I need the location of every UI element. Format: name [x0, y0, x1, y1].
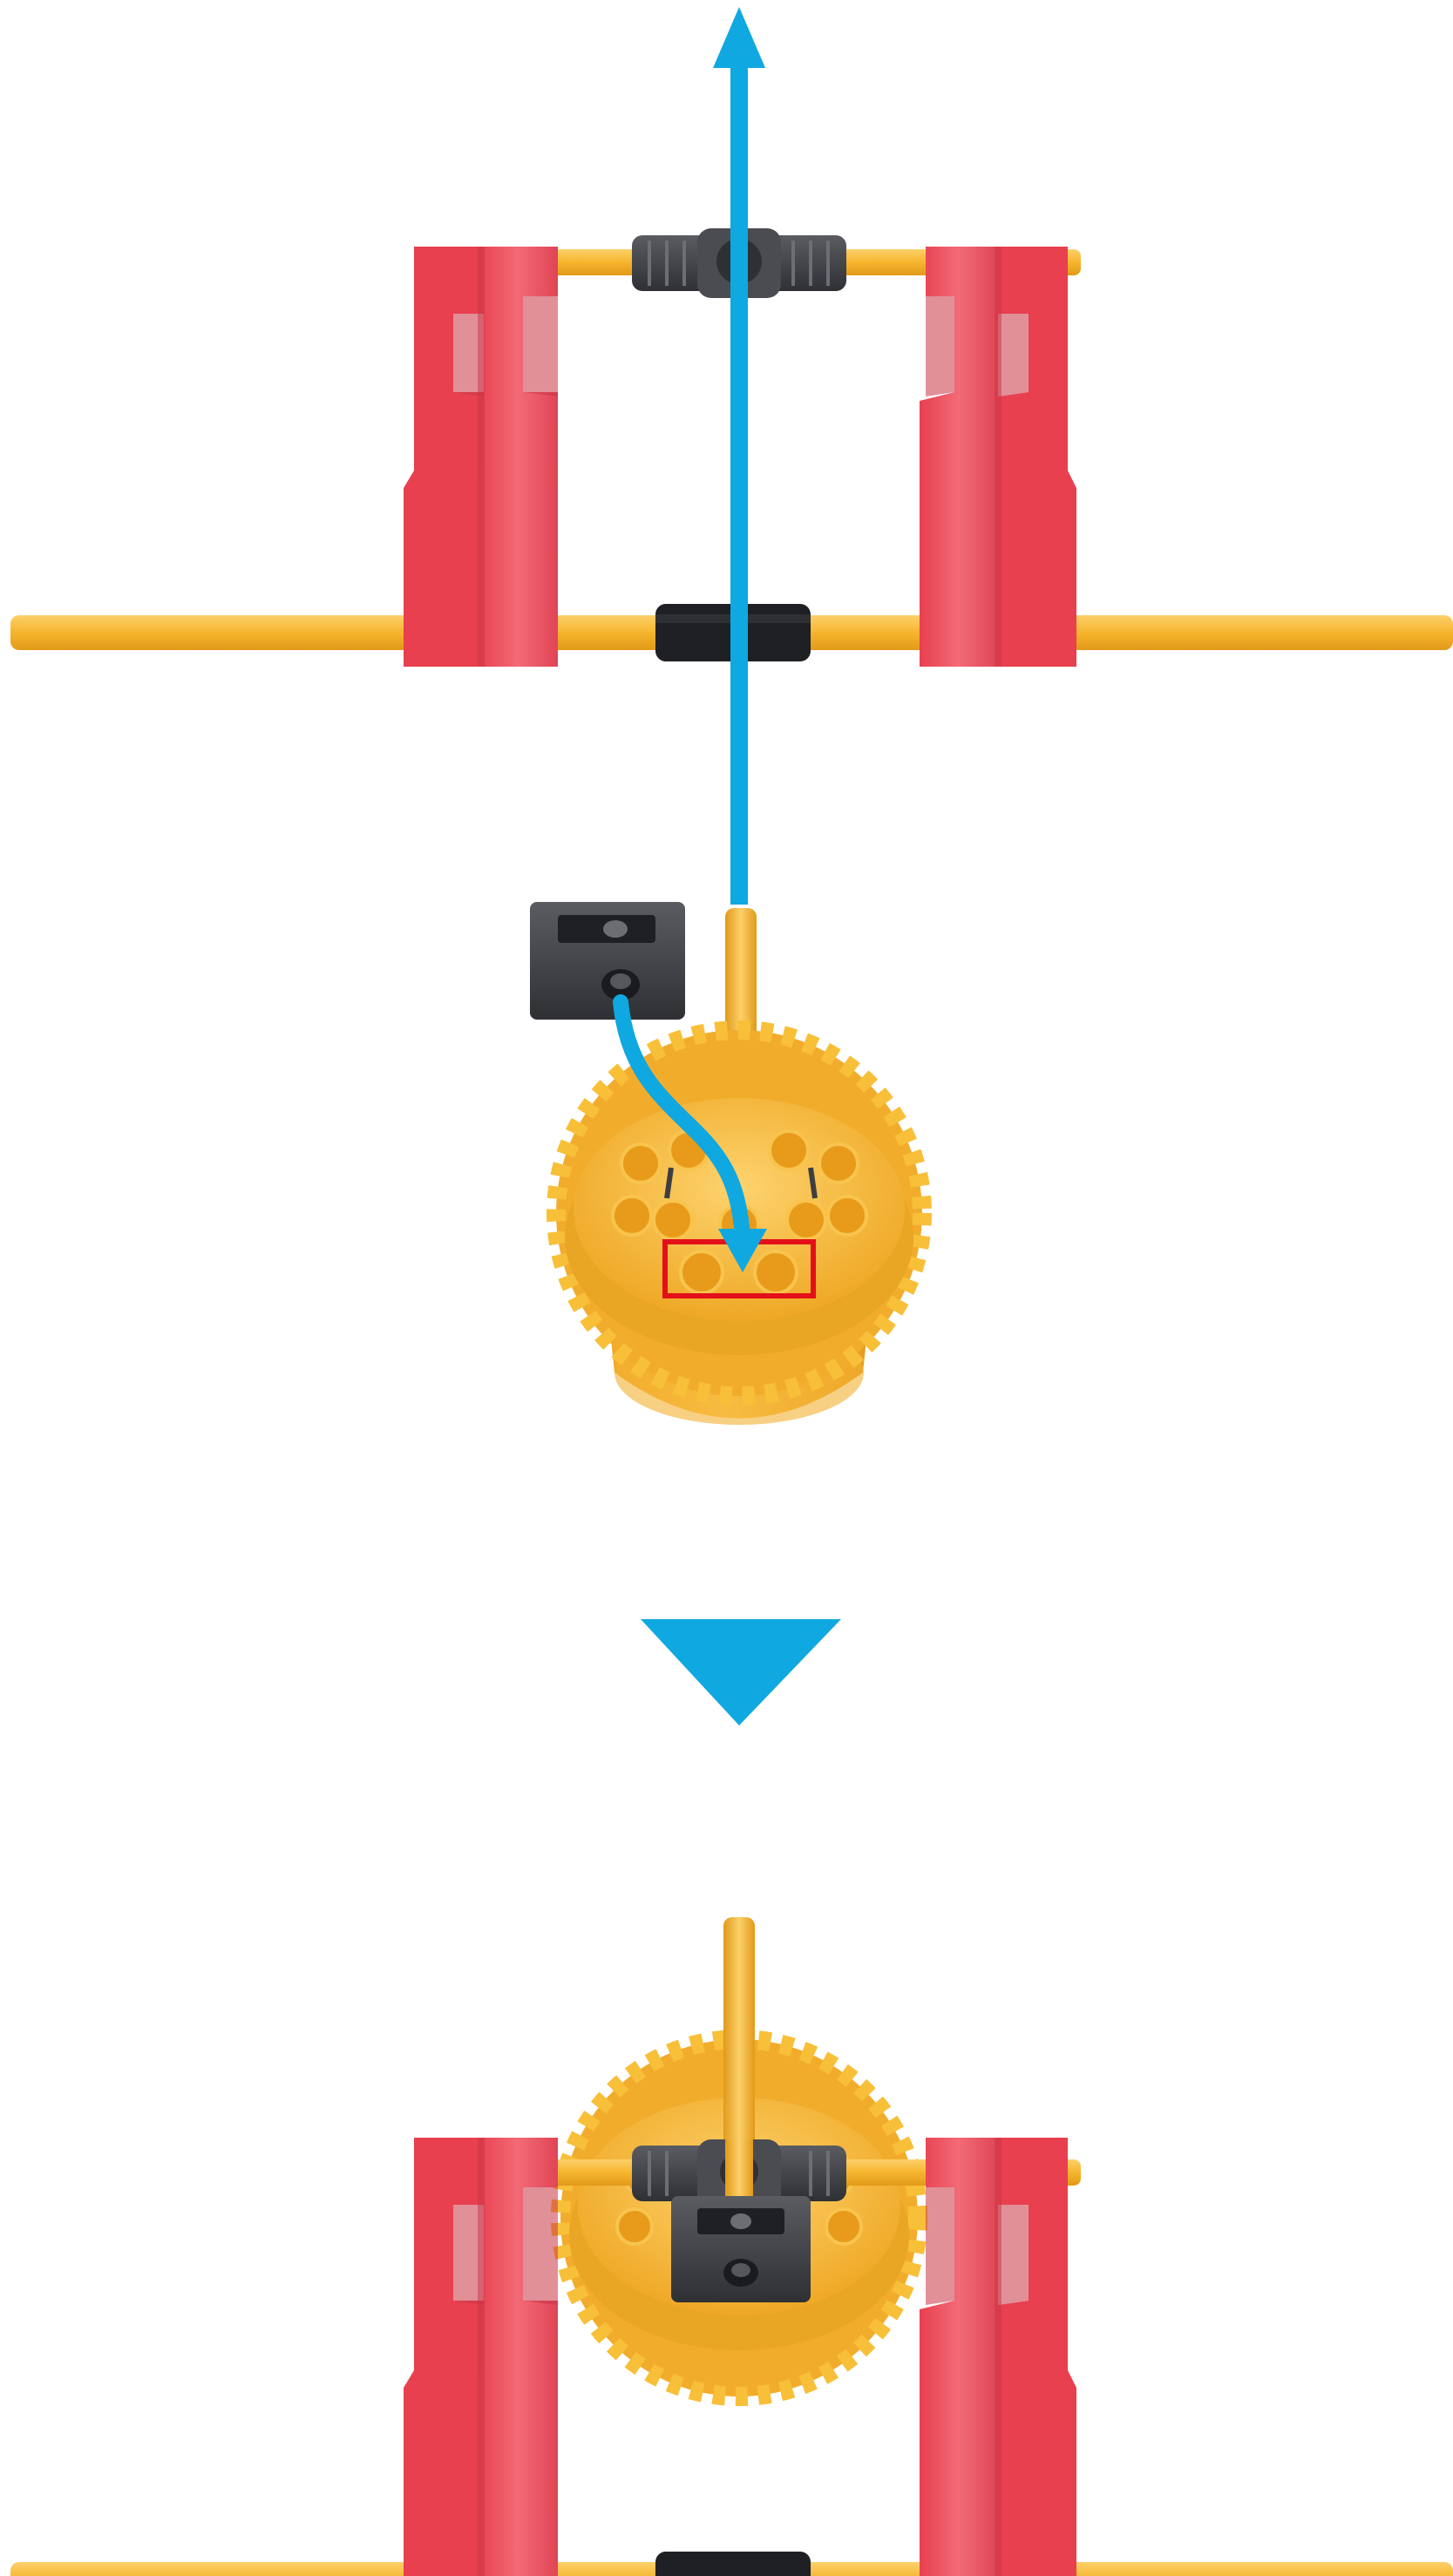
frame-assembly-bottom [10, 1917, 1453, 2576]
frame-clip-right-bottom [920, 2138, 1076, 2576]
beam-block-middle [530, 902, 685, 1020]
bushing-bottom [655, 2552, 811, 2576]
up-arrow-icon [713, 7, 765, 905]
frame-clip-right-top [920, 247, 1076, 667]
gear-assembly-middle [530, 902, 922, 1425]
frame-clip-left-top [404, 247, 558, 667]
frame-clip-left-bottom [404, 2138, 558, 2576]
down-triangle-icon [641, 1619, 841, 1725]
beam-block-bottom [671, 2196, 811, 2302]
